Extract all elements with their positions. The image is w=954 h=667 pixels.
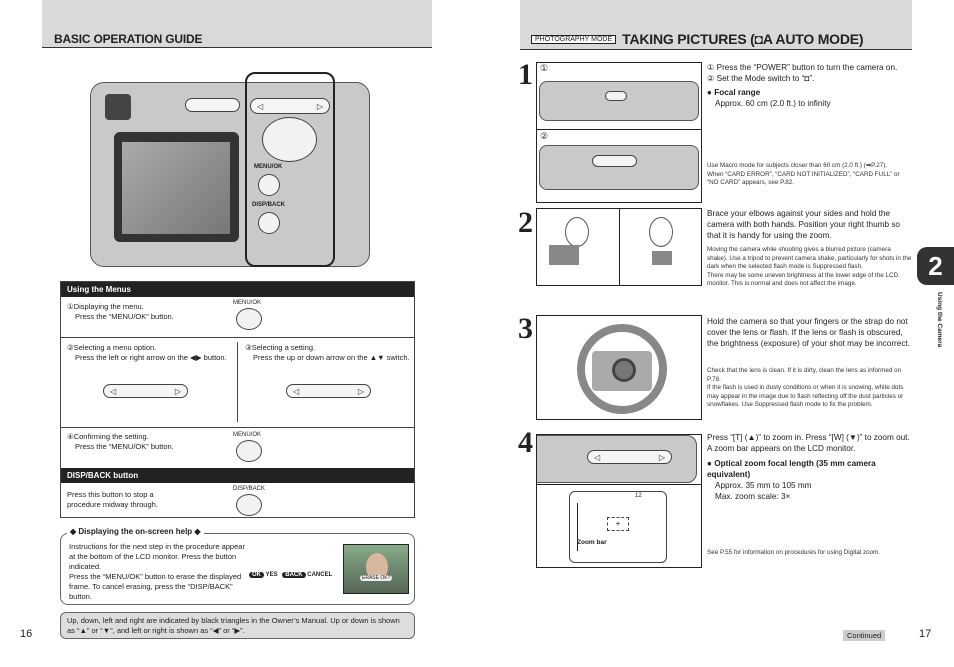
step4-text: Press the “MENU/OK” button. — [75, 442, 174, 451]
step1-note1: Use Macro mode for subjects closer than … — [707, 162, 888, 169]
menu-ok-icon-label-2: MENU/OK — [233, 432, 262, 438]
step1-illustration: ① ② — [536, 62, 702, 203]
step2-note2: There may be some uneven brightness at t… — [707, 271, 899, 288]
continued-label: Continued — [843, 630, 886, 641]
zoom-bar-label: Zoom bar — [577, 539, 607, 546]
four-way-switch: ◁▷ — [250, 98, 330, 114]
step-number-1: 1 — [518, 58, 533, 91]
step-number-2: 2 — [518, 206, 533, 239]
help-button-legend: OK YES BACK CANCEL — [249, 572, 332, 578]
step1-text: Press the “MENU/OK” button. — [75, 312, 174, 321]
disp-back-button-icon — [236, 494, 262, 516]
lcd-screen — [122, 142, 230, 234]
step1-line1: ① Press the “POWER” button to turn the c… — [707, 63, 898, 72]
lcd-help-photo: ERASE OK? — [343, 544, 409, 594]
help-title: ◆ Displaying the on-screen help ◆ — [67, 527, 204, 536]
photography-mode-tag: PHOTOGRAPHY MODE — [531, 34, 617, 44]
step2-text: Brace your elbows against your sides and… — [707, 209, 900, 240]
step3-illustration — [536, 315, 702, 420]
step4-illustration: ◁▷ 12 + Zoom bar — [536, 434, 702, 568]
step4-heading: ④Confirming the setting. — [67, 432, 149, 441]
lcd-caption: ERASE OK? — [360, 575, 393, 581]
step3-note1: Check that the lens is clean. If it is d… — [707, 367, 902, 383]
help-paragraph-2: Press the “MENU/OK” button to erase the … — [69, 572, 242, 601]
step3-note2: If the flash is used in dusty conditions… — [707, 384, 904, 408]
disp-back-button — [258, 212, 280, 234]
footnote-text: Up, down, left and right are indicated b… — [67, 616, 400, 635]
left-header-band — [42, 0, 432, 48]
step-number-4: 4 — [518, 426, 533, 459]
step4-note1: See P.55 for information on procedures f… — [707, 549, 881, 556]
yes-label: YES — [265, 572, 278, 578]
chapter-tab: 2 — [917, 247, 954, 285]
disp-back-label: DISP/BACK — [252, 202, 286, 208]
page-title: TAKING PICTURES (◘A AUTO MODE) — [622, 31, 864, 47]
help-box: ◆ Displaying the on-screen help ◆ Instru… — [60, 527, 415, 605]
section-title: BASIC OPERATION GUIDE — [54, 32, 203, 46]
disp-back-icon-label: DISP/BACK — [233, 486, 266, 492]
step1-note2: When “CARD ERROR”, “CARD NOT INITIALIZED… — [707, 170, 900, 187]
footnote-box: Up, down, left and right are indicated b… — [60, 612, 415, 639]
menu-ok-button — [258, 174, 280, 196]
camera-back-illustration: ◁▷ MENU/OK DISP/BACK — [90, 72, 380, 277]
cancel-label: CANCEL — [307, 572, 333, 578]
step1-sub2: ② — [540, 131, 549, 141]
step3-heading: ③Selecting a setting. — [245, 343, 316, 352]
step1-line2: ② Set the Mode switch to “◘”. — [707, 74, 815, 83]
step1-sub1: ① — [540, 63, 549, 73]
menu-ok-button-icon — [236, 308, 262, 330]
menu-ok-label: MENU/OK — [254, 164, 283, 170]
help-paragraph-1: Instructions for the next step in the pr… — [69, 542, 245, 571]
step-number-3: 3 — [518, 312, 533, 345]
optical-zoom-range: Approx. 35 mm to 105 mm — [715, 481, 812, 490]
chapter-number: 2 — [928, 251, 943, 281]
step2-illustration — [536, 208, 702, 286]
max-zoom-scale: Max. zoom scale: 3× — [715, 492, 791, 501]
step3-text: Press the up or down arrow on the ▲▼ swi… — [253, 353, 410, 362]
step1-heading: ①Displaying the menu. — [67, 302, 144, 311]
left-page-number: 16 — [20, 628, 33, 640]
chapter-title: Using the Camera — [936, 292, 943, 348]
step3-text: Hold the camera so that your fingers or … — [707, 317, 910, 348]
optical-zoom-title: ● Optical zoom focal length (35 mm camer… — [707, 459, 876, 479]
step2-note1: Moving the camera while shooting gives a… — [707, 246, 912, 270]
left-right-button-icon: ◁▷ — [103, 384, 188, 398]
step2-heading: ②Selecting a menu option. — [67, 343, 157, 352]
using-menus-title: Using the Menus — [61, 282, 414, 297]
ok-badge: OK — [249, 572, 264, 578]
right-page-number: 17 — [919, 628, 932, 640]
disp-back-text: Press this button to stop a procedure mi… — [67, 490, 158, 509]
step4-text: Press “[T] (▲)” to zoom in. Press “[W] (… — [707, 433, 910, 453]
menu-ok-icon-label: MENU/OK — [233, 300, 262, 306]
focal-range-text: Approx. 60 cm (2.0 ft.) to infinity — [715, 99, 831, 108]
using-menus-box: Using the Menus ①Displaying the menu. Pr… — [60, 281, 415, 518]
focal-range-title: ● Focal range — [707, 88, 761, 97]
disp-back-title: DISP/BACK button — [61, 468, 414, 483]
back-badge: BACK — [282, 572, 306, 578]
step2-text: Press the left or right arrow on the ◀▶ … — [75, 353, 227, 362]
lcd-frame-count: 12 — [635, 493, 642, 499]
up-down-switch-icon: ◁▷ — [286, 384, 371, 398]
menu-ok-button-icon-2 — [236, 440, 262, 462]
